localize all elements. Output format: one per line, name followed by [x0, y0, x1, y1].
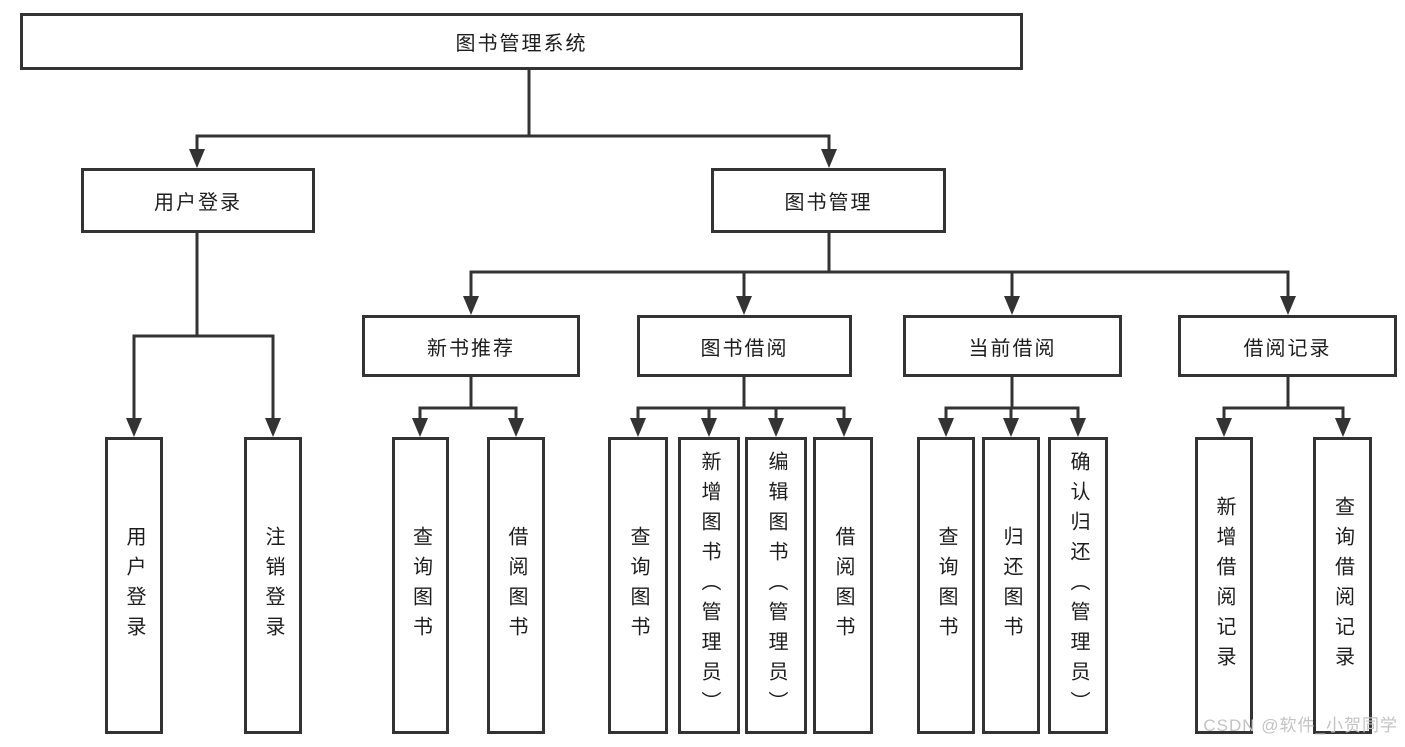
connector-book-borrow-to-leaves	[630, 377, 852, 437]
leaf-label: 查询图书	[935, 525, 957, 646]
connector-borrow-record-to-leaves	[1216, 377, 1351, 437]
connector-book-mgmt-to-level3	[463, 233, 1296, 315]
leaf-label: 注销登录	[262, 525, 284, 646]
leaf-query-book-current: 查询图书	[917, 437, 975, 734]
leaf-add-book-admin: 新增图书（管理员）	[678, 437, 740, 734]
node-borrowing-records: 借阅记录	[1178, 315, 1397, 377]
node-label: 图书管理	[784, 192, 873, 214]
leaf-borrow-book-recommend: 借阅图书	[487, 437, 545, 734]
node-label: 新书推荐	[427, 337, 515, 360]
connector-current-borrow-to-leaves	[938, 377, 1086, 437]
leaf-label: 用户登录	[123, 525, 145, 646]
node-label: 图书借阅	[700, 337, 789, 360]
connector-root-to-level2	[189, 70, 837, 168]
leaf-label: 查询借阅记录	[1331, 495, 1354, 676]
leaf-query-borrow-record: 查询借阅记录	[1313, 437, 1372, 734]
node-label: 当前借阅	[968, 337, 1057, 360]
leaf-query-book-borrow: 查询图书	[608, 437, 668, 734]
leaf-label: 编辑图书（管理员）	[765, 450, 787, 721]
node-book-management: 图书管理	[711, 168, 946, 233]
node-book-borrowing: 图书借阅	[637, 315, 852, 377]
connector-new-book-to-leaves	[412, 377, 524, 437]
node-new-book-recommendation: 新书推荐	[362, 315, 580, 377]
leaf-logout: 注销登录	[244, 437, 302, 734]
node-library-management-system: 图书管理系统	[20, 13, 1023, 70]
connector-user-login-to-leaves	[126, 233, 281, 437]
leaf-return-book: 归还图书	[982, 437, 1040, 734]
leaf-label: 归还图书	[1000, 525, 1022, 646]
leaf-query-book-recommend: 查询图书	[392, 437, 449, 734]
leaf-add-borrow-record: 新增借阅记录	[1195, 437, 1253, 734]
leaf-edit-book-admin: 编辑图书（管理员）	[745, 437, 807, 734]
node-label: 图书管理系统	[455, 33, 588, 55]
leaf-label: 查询图书	[409, 525, 432, 646]
node-label: 用户登录	[154, 192, 242, 214]
leaf-borrow-book: 借阅图书	[813, 437, 873, 734]
leaf-label: 新增借阅记录	[1213, 495, 1235, 676]
leaf-label: 借阅图书	[505, 525, 527, 646]
node-label: 借阅记录	[1243, 337, 1332, 360]
node-user-login: 用户登录	[81, 168, 315, 233]
leaf-label: 借阅图书	[832, 525, 854, 646]
leaf-label: 查询图书	[627, 525, 649, 646]
leaf-label: 新增图书（管理员）	[698, 450, 720, 721]
node-current-borrowing: 当前借阅	[903, 315, 1122, 377]
csdn-watermark: CSDN @软件_小贺同学	[1203, 716, 1398, 735]
leaf-label: 确认归还（管理员）	[1067, 450, 1089, 721]
leaf-user-login: 用户登录	[105, 437, 163, 734]
leaf-confirm-return-admin: 确认归还（管理员）	[1048, 437, 1108, 734]
